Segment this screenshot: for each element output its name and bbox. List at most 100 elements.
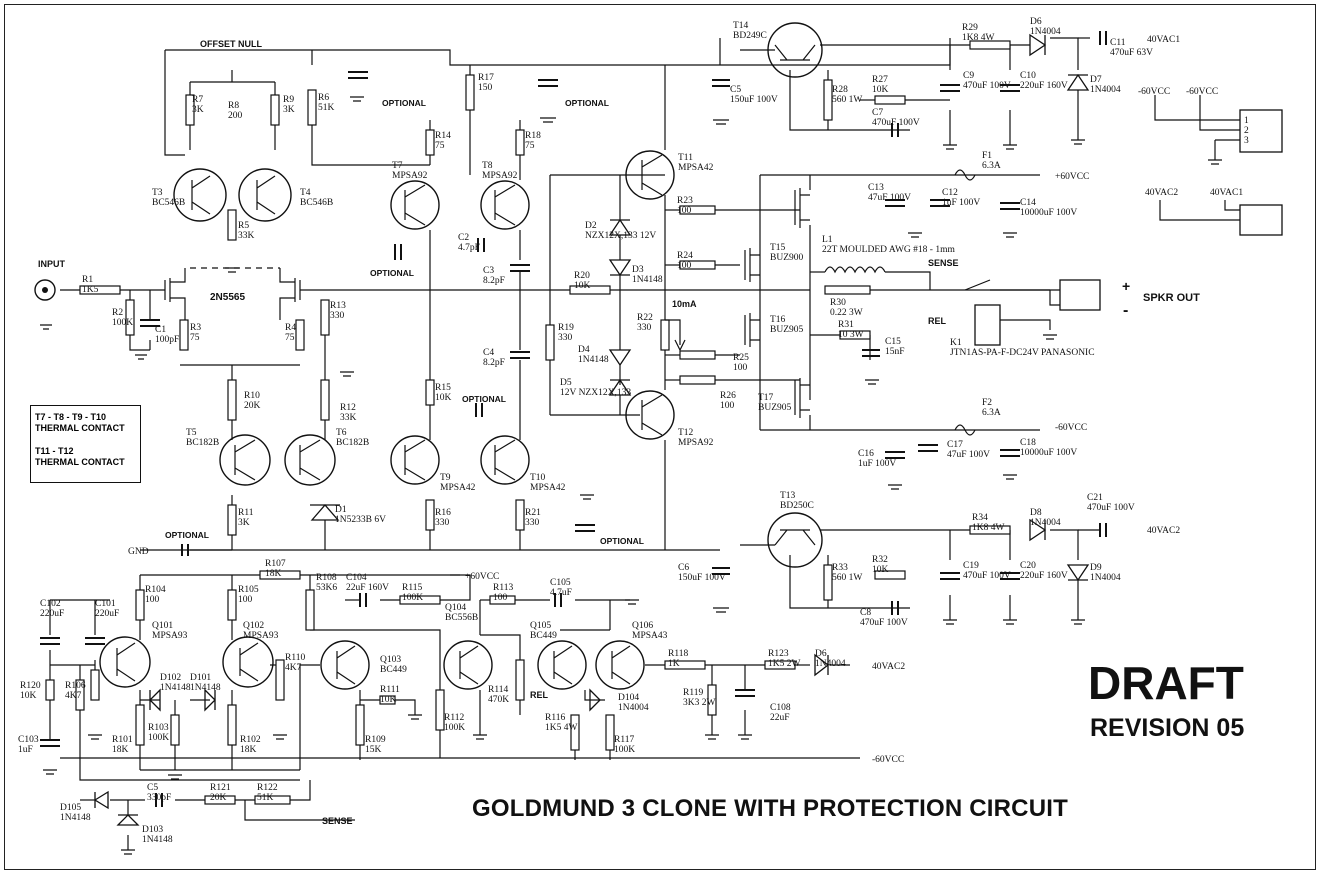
component-ref: R19 — [558, 323, 574, 333]
component-value: 10K — [872, 85, 889, 95]
component-value: 18K — [240, 745, 257, 755]
component-ref: T8 — [482, 161, 493, 171]
component-ref: C1 — [155, 325, 166, 335]
component-value: 100 — [677, 261, 692, 271]
diodes — [93, 33, 1090, 826]
component-ref: R114 — [488, 685, 508, 695]
component-ref: C2 — [458, 233, 469, 243]
component-ref: T4 — [300, 188, 311, 198]
component-value: 100 — [677, 206, 692, 216]
schematic-title: GOLDMUND 3 CLONE WITH PROTECTION CIRCUIT — [472, 795, 1068, 822]
component-value: 1N4004 — [815, 659, 846, 669]
component-value: BUZ905 — [770, 325, 804, 335]
component-value: 47uF 100V — [947, 450, 990, 460]
component-ref: R14 — [435, 131, 451, 141]
component-ref: Q104 — [445, 603, 466, 613]
component-value: 200 — [228, 111, 243, 121]
draft-stamp: DRAFT — [1088, 657, 1244, 709]
component-value: BD249C — [733, 31, 767, 41]
current-label: 10mA — [672, 299, 697, 309]
optional-label-5: OPTIONAL — [165, 530, 209, 540]
component-ref: C103 — [18, 735, 39, 745]
component-ref: T14 — [733, 21, 749, 31]
component-value: MPSA93 — [152, 631, 188, 641]
neg60-label-mid: -60VCC — [1055, 423, 1087, 433]
component-ref: R34 — [972, 513, 988, 523]
component-value: 150uF 100V — [730, 95, 778, 105]
component-value: 15nF — [885, 347, 905, 357]
component-ref: R123 — [768, 649, 789, 659]
optional-label-3: OPTIONAL — [370, 268, 414, 278]
optional-label-1: OPTIONAL — [382, 98, 426, 108]
component-value: 20K — [244, 401, 261, 411]
component-ref: R10 — [244, 391, 260, 401]
component-value: 100K — [614, 745, 635, 755]
component-value: 75 — [435, 141, 445, 151]
component-value: 100K — [402, 593, 423, 603]
component-value: MPSA43 — [632, 631, 668, 641]
component-ref: C20 — [1020, 561, 1036, 571]
rel-label-bottom: REL — [530, 690, 549, 700]
component-value: 330 — [330, 311, 345, 321]
component-value: MPSA92 — [392, 171, 428, 181]
component-value: 8.2pF — [483, 276, 505, 286]
component-ref: R27 — [872, 75, 888, 85]
component-value: MPSA92 — [678, 438, 714, 448]
gnd-label-left: GND — [128, 547, 149, 557]
component-value: 100 — [720, 401, 735, 411]
component-value: 330pF — [147, 793, 171, 803]
component-ref: R102 — [240, 735, 261, 745]
component-ref: C11 — [1110, 38, 1126, 48]
component-ref: C15 — [885, 337, 901, 347]
component-ref: R101 — [112, 735, 133, 745]
vac1-label-conn: 40VAC1 — [1210, 188, 1243, 198]
component-ref: R21 — [525, 508, 541, 518]
component-ref: C13 — [868, 183, 884, 193]
component-value: 3K — [238, 518, 250, 528]
component-ref: Q101 — [152, 621, 173, 631]
component-value: 100 — [145, 595, 160, 605]
component-ref: T5 — [186, 428, 197, 438]
component-value: 0.22 3W — [830, 308, 863, 318]
component-value: 1K8 4W — [962, 33, 994, 43]
connector-pin-3: 3 — [1244, 136, 1249, 146]
component-ref: D9 — [1090, 563, 1102, 573]
component-value: 3K — [192, 105, 204, 115]
component-value: 100K — [444, 723, 465, 733]
component-ref: C4 — [483, 348, 494, 358]
component-value: 1K8 4W — [972, 523, 1004, 533]
component-value: BUZ905 — [758, 403, 792, 413]
component-value: 470uF 100V — [963, 81, 1011, 91]
component-value: 75 — [190, 333, 200, 343]
vac1-label-top: 40VAC1 — [1147, 35, 1180, 45]
component-value: 1K5 2W — [768, 659, 800, 669]
